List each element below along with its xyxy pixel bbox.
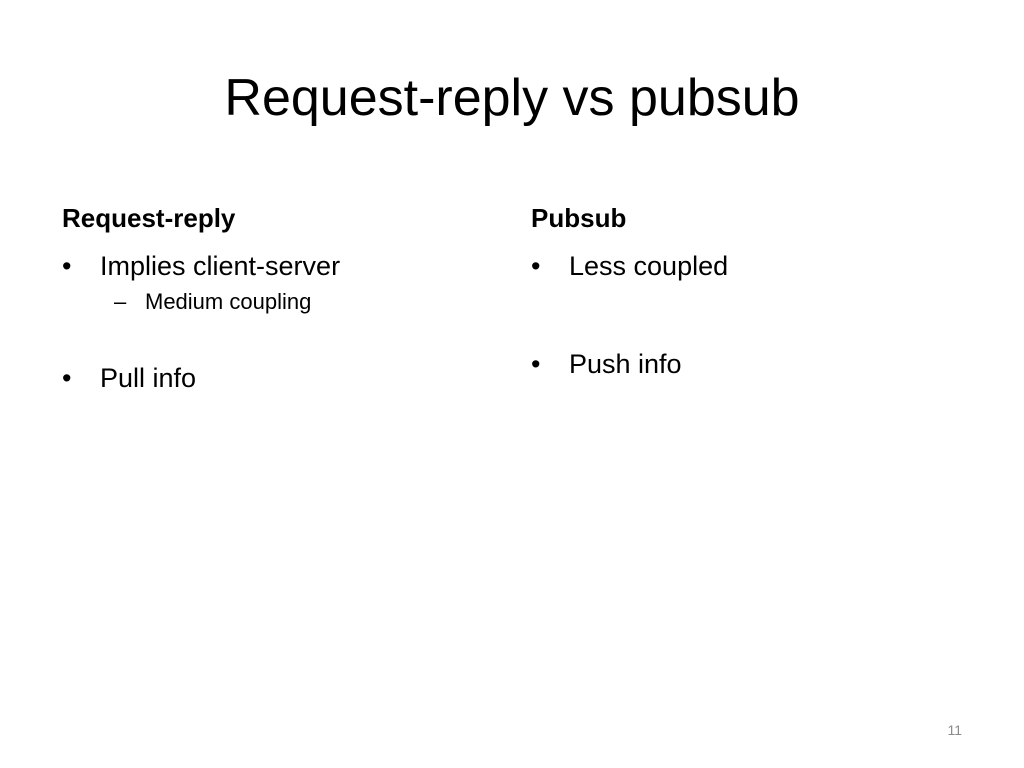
slide-title: Request-reply vs pubsub xyxy=(224,69,800,127)
page-number: 11 xyxy=(947,722,962,738)
spacer xyxy=(531,238,951,246)
bullet-glyph: • xyxy=(62,251,72,281)
spacer xyxy=(62,318,482,358)
dash-glyph: – xyxy=(114,289,127,314)
bullet-text: Push info xyxy=(569,349,682,379)
sub-bullet-item: – Medium coupling xyxy=(62,286,482,318)
bullet-item: • Pull info xyxy=(62,358,482,398)
sub-bullet-text: Medium coupling xyxy=(145,289,312,314)
right-column-heading: Pubsub xyxy=(531,203,627,233)
bullet-glyph: • xyxy=(531,349,541,379)
bullet-item: • Push info xyxy=(531,344,951,384)
left-column: Request-reply • Implies client-server – … xyxy=(62,198,482,398)
bullet-text: Pull info xyxy=(100,363,197,393)
bullet-glyph: • xyxy=(62,363,72,393)
bullet-text: Implies client-server xyxy=(100,251,341,281)
spacer xyxy=(62,238,482,246)
spacer xyxy=(531,286,951,344)
bullet-item: • Implies client-server xyxy=(62,246,482,286)
bullet-text: Less coupled xyxy=(569,251,729,281)
bullet-glyph: • xyxy=(531,251,541,281)
right-column: Pubsub • Less coupled • Push info xyxy=(531,198,951,384)
bullet-item: • Less coupled xyxy=(531,246,951,286)
left-column-heading: Request-reply xyxy=(62,203,236,233)
